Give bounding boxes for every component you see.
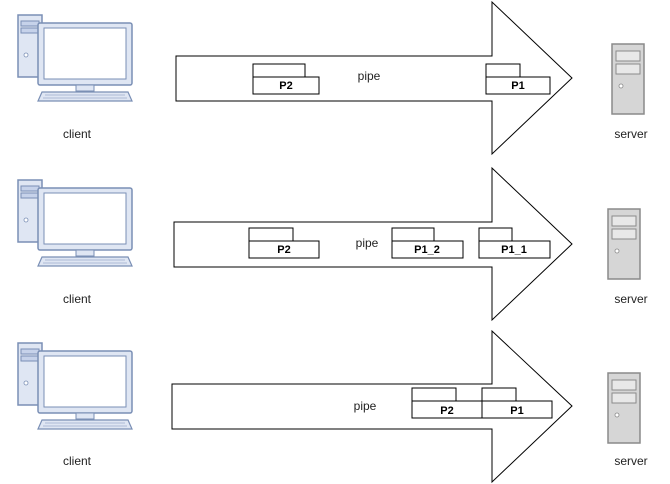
row-1: client pipe P2 P1 server [17,0,648,156]
server-label: server [614,292,647,306]
packet-p1-1: P1_1 [478,227,551,259]
packet-label: P1_2 [414,244,440,256]
packet-p2: P2 [248,227,320,259]
packet-label: P1 [510,405,523,417]
packet-p1-2: P1_2 [391,227,464,259]
packet-p2: P2 [411,387,483,419]
server-label: server [614,454,647,468]
pipe-arrow [173,166,573,322]
packet-label: P2 [440,405,453,417]
packet-label: P1 [511,80,524,92]
packet-p2: P2 [252,63,320,95]
client-label: client [63,127,92,141]
pipe-label: pipe [354,399,377,413]
row-2: client pipe P2 P1_2 P1_1 server [17,166,648,322]
pipe-label: pipe [358,69,381,83]
client-label: client [63,454,92,468]
pipe-label: pipe [356,236,379,250]
packet-label: P2 [279,80,292,92]
server-icon [611,43,645,115]
pipe-arrow [171,329,573,484]
server-icon [607,372,641,444]
packet-p1: P1 [481,387,553,419]
pipe-arrow [175,0,573,156]
row-3: client pipe P2 P1 server [17,329,648,484]
client-label: client [63,292,92,306]
client-computer-icon [17,179,133,267]
packet-label: P1_1 [501,244,527,256]
client-computer-icon [17,342,133,430]
packet-p1: P1 [485,63,551,95]
server-icon [607,208,641,280]
server-label: server [614,127,647,141]
packet-label: P2 [277,244,290,256]
client-computer-icon [17,14,133,102]
